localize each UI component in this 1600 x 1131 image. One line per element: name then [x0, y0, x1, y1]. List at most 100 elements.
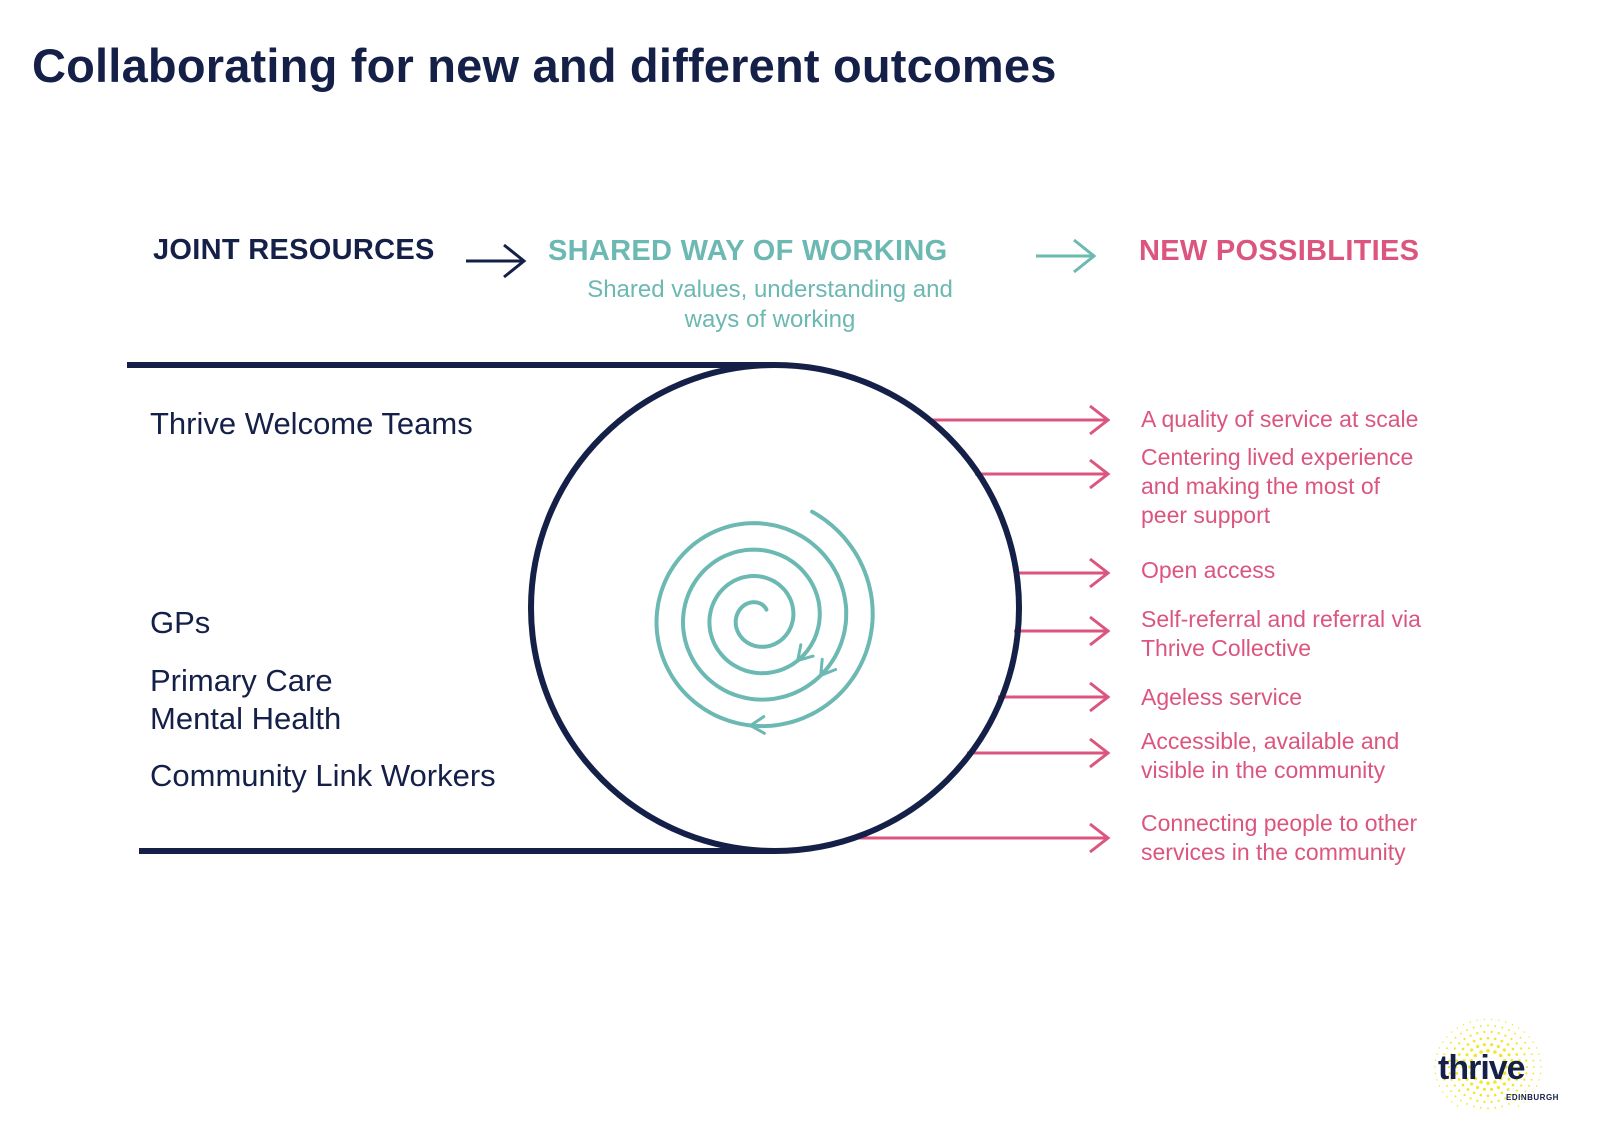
sunburst-dot — [1538, 1053, 1540, 1055]
sunburst-dot — [1479, 1025, 1482, 1028]
sunburst-dot — [1517, 1059, 1521, 1062]
sunburst-dot — [1465, 1077, 1469, 1081]
sunburst-dot — [1462, 1023, 1465, 1026]
sunburst-dot — [1463, 1037, 1466, 1041]
sunburst-dot — [1434, 1066, 1436, 1068]
sunburst-dot — [1514, 1099, 1516, 1102]
sunburst-dot — [1462, 1059, 1466, 1063]
sunburst-dot — [1460, 1032, 1462, 1035]
logo-subtitle: EDINBURGH — [1506, 1093, 1559, 1102]
sunburst-dot — [1470, 1048, 1474, 1052]
sunburst-dot — [1443, 1078, 1446, 1081]
sunburst-dot — [1490, 1018, 1493, 1021]
sunburst-dot — [1469, 1071, 1474, 1075]
sunburst-dot — [1523, 1053, 1526, 1056]
sunburst-dot — [1504, 1034, 1507, 1037]
sunburst-dot — [1502, 1048, 1506, 1052]
spiral-arrowhead — [818, 657, 838, 678]
sunburst-dot — [1517, 1072, 1521, 1075]
sunburst-dot — [1479, 1037, 1483, 1041]
sunburst-dot — [1479, 1106, 1482, 1109]
sunburst-dot — [1524, 1090, 1527, 1093]
sunburst-dot — [1470, 1082, 1474, 1086]
sunburst-dot — [1514, 1032, 1516, 1035]
sunburst-dot — [1455, 1072, 1459, 1075]
sunburst-dot — [1532, 1059, 1535, 1062]
shared-way-circle — [528, 362, 1022, 854]
sunburst-dot — [1510, 1059, 1514, 1063]
sunburst-dot — [1535, 1047, 1538, 1049]
sunburst-dot — [1461, 1083, 1465, 1087]
sunburst-dot — [1507, 1053, 1511, 1057]
sunburst-dot — [1530, 1078, 1533, 1081]
sunburst-dot — [1479, 1080, 1483, 1084]
sunburst-dot — [1519, 1095, 1522, 1098]
sunburst-dot — [1505, 1021, 1507, 1023]
sunburst-dot — [1458, 1042, 1461, 1045]
sunburst-dot — [1482, 1043, 1486, 1047]
sunburst-dot — [1538, 1079, 1540, 1081]
possibility-lived-experience: Centering lived experience and making th… — [1141, 444, 1414, 528]
sunburst-dot — [1457, 1078, 1461, 1081]
sunburst-dot — [1455, 1059, 1459, 1062]
sunburst-dot — [1528, 1084, 1530, 1087]
shared-way-heading: SHARED WAY OF WORKING — [548, 235, 948, 267]
sunburst-dot — [1450, 1078, 1453, 1081]
possibility-accessible: Accessible, available and visible in the… — [1141, 728, 1400, 783]
sunburst-dot — [1465, 1053, 1469, 1057]
sunburst-dot — [1472, 1091, 1476, 1095]
sunburst-dot — [1446, 1047, 1448, 1050]
sunburst-dot — [1456, 1027, 1459, 1029]
sunburst-dot — [1446, 1036, 1448, 1038]
sunburst-dot — [1446, 1084, 1448, 1087]
sunburst-dot — [1523, 1031, 1525, 1033]
sunburst-dot — [1466, 1102, 1469, 1105]
sunburst-dot — [1530, 1053, 1533, 1056]
possibility-self-referral: Self-referral and referral via Thrive Co… — [1141, 606, 1421, 661]
sunburst-dot — [1497, 1099, 1500, 1102]
sunburst-dot — [1473, 1076, 1478, 1081]
page-title: Collaborating for new and different outc… — [32, 39, 1057, 92]
spiral-arrowhead — [747, 715, 766, 735]
sunburst-dot — [1523, 1101, 1525, 1103]
sunburst-dot — [1434, 1059, 1437, 1062]
sunburst-dot — [1483, 1100, 1486, 1104]
resource-community-link-workers: Community Link Workers — [150, 758, 496, 793]
sunburst-dot — [1456, 1105, 1459, 1107]
sunburst-dot — [1451, 1101, 1453, 1103]
possibility-quality-at-scale: A quality of service at scale — [1141, 406, 1419, 432]
sunburst-dot — [1511, 1047, 1515, 1051]
resource-primary-care-mental-health: Primary Care Mental Health — [150, 663, 342, 736]
possibility-connecting-people: Connecting people to other services in t… — [1141, 810, 1418, 865]
outcome-arrows — [858, 404, 1111, 854]
sunburst-dot — [1443, 1053, 1446, 1056]
sunburst-dot — [1463, 1093, 1466, 1097]
sunburst-dot — [1479, 1093, 1483, 1097]
sunburst-dot — [1494, 1025, 1497, 1028]
sunburst-dot — [1460, 1099, 1462, 1102]
sunburst-dot — [1500, 1091, 1504, 1095]
sunburst-dot — [1436, 1053, 1438, 1055]
sunburst-dot — [1457, 1053, 1461, 1056]
sunburst-dot — [1472, 1039, 1476, 1043]
logo-wordmark: thrive — [1438, 1049, 1526, 1087]
sunburst-dot — [1438, 1047, 1441, 1049]
sunburst-dot — [1520, 1084, 1523, 1087]
sunburst-dot — [1486, 1049, 1490, 1053]
sunburst-dot — [1493, 1093, 1497, 1097]
sunburst-dot — [1528, 1036, 1530, 1038]
sunburst-dot — [1524, 1041, 1527, 1044]
spiral-arrowhead — [795, 643, 815, 663]
sunburst-dot — [1507, 1077, 1511, 1081]
sunburst-dot — [1472, 1026, 1475, 1029]
sunburst-dot — [1493, 1050, 1497, 1054]
sunburst-dot — [1498, 1053, 1503, 1058]
sunburst-dot — [1441, 1072, 1444, 1075]
shared-way-subtitle: Shared values, understanding and ways of… — [587, 276, 953, 333]
spiral-path — [654, 509, 875, 729]
sunburst-dot — [1507, 1102, 1510, 1105]
sunburst-dot — [1441, 1059, 1444, 1062]
arrow-right-icon — [466, 243, 527, 279]
sunburst-dot — [1533, 1066, 1535, 1068]
